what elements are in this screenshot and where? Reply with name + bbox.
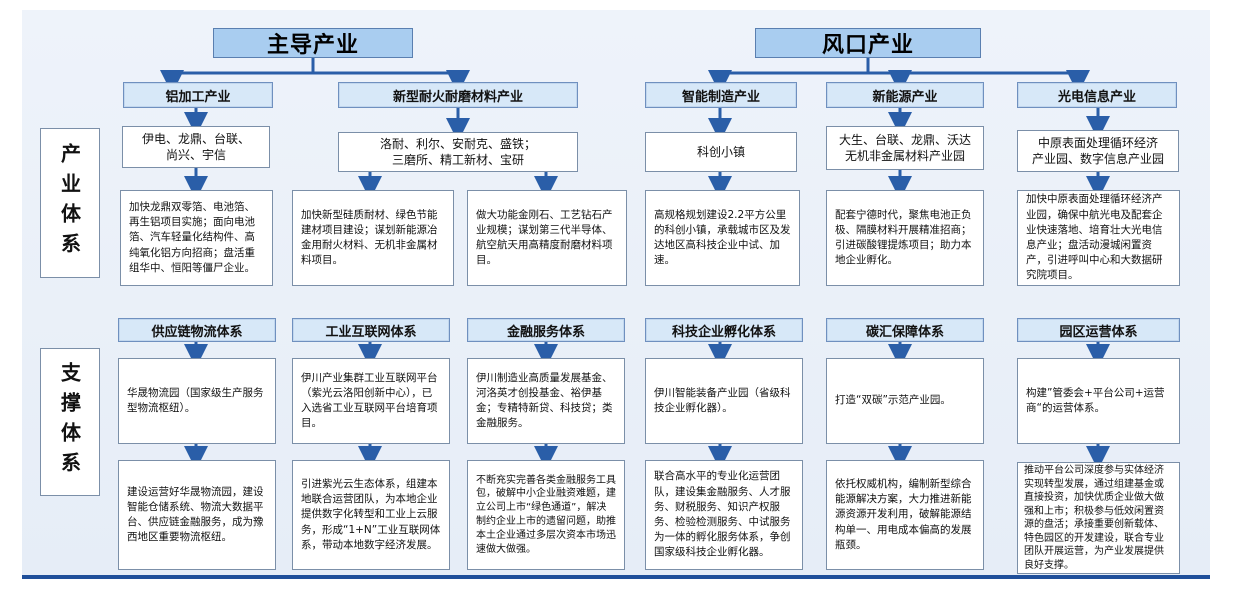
industry-system-label: 产业体系 [40, 128, 100, 278]
details-refractory-1: 加快新型硅质耐材、绿色节能建材项目建设；谋划新能源冶金用耐火材料、无机非金属材料… [292, 190, 454, 286]
support-top-park-operation: 构建”管委会+平台公司+运营商“的运营体系。 [1017, 358, 1180, 444]
support-title-industrial-internet: 工业互联网体系 [292, 318, 450, 342]
support-top-industrial-internet: 伊川产业集群工业互联网平台（紫光云洛阳创新中心），已入选省工业互联网平台培育项目… [292, 358, 450, 444]
details-aluminum: 加快龙鼎双零箔、电池箔、再生铝项目实施；面向电池箔、汽车轻量化结构件、高纯氧化铝… [120, 190, 273, 286]
support-title-incubation: 科技企业孵化体系 [645, 318, 803, 342]
companies-aluminum: 伊电、龙鼎、台联、 尚兴、宇信 [122, 126, 270, 168]
details-refractory-2: 做大功能金刚石、工艺钻石产业规模；谋划第三代半导体、航空航天用高精度耐磨材料项目… [467, 190, 627, 286]
details-smart-manufacturing: 高规格规划建设2.2平方公里的科创小镇，承载城市区及发达地区高科技企业中试、加速… [645, 190, 800, 286]
support-bottom-logistics: 建设运营好华晟物流园，建设智能仓储系统、物流大数据平台、供应链金融服务，成为豫西… [118, 460, 276, 570]
leading-industry-header: 主导产业 [213, 28, 413, 58]
support-title-park-operation: 园区运营体系 [1017, 318, 1180, 342]
support-top-incubation: 伊川智能装备产业园（省级科技企业孵化器）。 [645, 358, 803, 444]
industry-title-aluminum: 铝加工产业 [123, 82, 273, 108]
support-bottom-park-operation: 推动平台公司深度参与实体经济实现转型发展，通过组建基金或直接投资，加快优质企业做… [1017, 462, 1180, 574]
support-title-carbon: 碳汇保障体系 [826, 318, 984, 342]
support-bottom-industrial-internet: 引进紫光云生态体系，组建本地联合运营团队，为本地企业提供数字化转型和工业上云服务… [292, 460, 450, 570]
industry-title-refractory: 新型耐火耐磨材料产业 [338, 82, 578, 108]
companies-refractory: 洛耐、利尔、安耐克、盛铁； 三磨所、精工新材、宝研 [338, 132, 578, 172]
support-system-label: 支撑体系 [40, 348, 100, 496]
support-top-logistics: 华晟物流园（国家级生产服务型物流枢纽）。 [118, 358, 276, 444]
details-new-energy: 配套宁德时代，聚焦电池正负极、隔膜材料开展精准招商；引进碳酸锂提炼项目；助力本地… [826, 190, 984, 286]
emerging-industry-header: 风口产业 [755, 28, 981, 58]
support-bottom-carbon: 依托权威机构，编制新型综合能源解决方案，大力推进新能源资源开发利用，破解能源结构… [826, 460, 984, 570]
industry-title-new-energy: 新能源产业 [826, 82, 984, 108]
support-bottom-incubation: 联合高水平的专业化运营团队，建设集金融服务、人才服务、财税服务、知识产权服务、检… [645, 460, 803, 570]
details-optoelectronics: 加快中原表面处理循环经济产业园，确保中航光电及配套企业快速落地、培育壮大光电信息… [1017, 190, 1180, 286]
support-top-finance: 伊川制造业高质量发展基金、河洛英才创投基金、裕伊基金；专精特新贷、科技贷；类金融… [467, 358, 625, 444]
companies-new-energy: 大生、台联、龙鼎、沃达 无机非金属材料产业园 [826, 126, 984, 170]
companies-optoelectronics: 中原表面处理循环经济 产业园、数字信息产业园 [1017, 130, 1179, 172]
support-top-carbon: 打造“双碳”示范产业园。 [826, 358, 984, 444]
support-title-logistics: 供应链物流体系 [118, 318, 276, 342]
companies-smart-manufacturing: 科创小镇 [645, 132, 797, 172]
support-bottom-finance: 不断充实完善各类金融服务工具包，破解中小企业融资难题，建立公司上市“绿色通道”，… [467, 460, 625, 570]
bottom-bar [22, 575, 1210, 579]
support-title-finance: 金融服务体系 [467, 318, 625, 342]
industry-title-optoelectronics: 光电信息产业 [1017, 82, 1177, 108]
industry-title-smart-manufacturing: 智能制造产业 [645, 82, 797, 108]
